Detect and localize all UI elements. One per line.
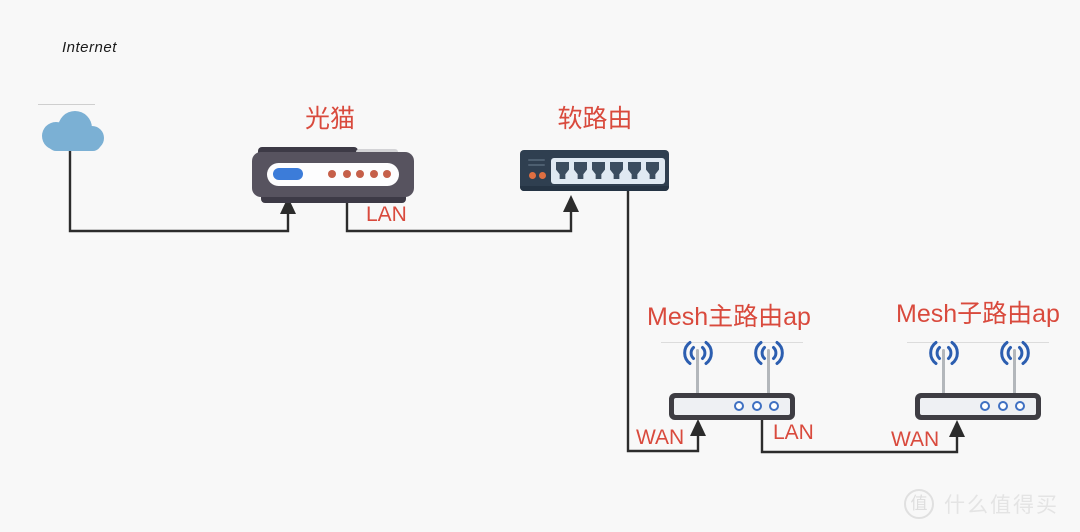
modem-status-led (356, 170, 364, 178)
wan-label-mesh-main: WAN (636, 426, 685, 449)
wifi-signal-icon (1000, 341, 1030, 365)
wifi-signal-icon (754, 341, 784, 365)
wan-label-mesh-sub: WAN (891, 428, 940, 451)
router-led-ring (1015, 401, 1025, 411)
soft-router-title: 软路由 (557, 105, 633, 133)
modem-status-led (383, 170, 391, 178)
switch-vent-line (528, 159, 545, 161)
wifi-signal-icon (683, 341, 713, 365)
modem-status-led (328, 170, 336, 178)
mesh-sub-router-device (907, 336, 1049, 420)
modem-title: 光猫 (304, 105, 355, 133)
switch-vent-line (528, 164, 545, 166)
arrowhead-into-mesh-sub (949, 420, 965, 437)
switch-port-panel (551, 158, 665, 184)
internet-cloud-icon (42, 111, 104, 151)
router-body (669, 393, 795, 420)
router-led-ring (998, 401, 1008, 411)
switch-status-led (529, 172, 536, 179)
ethernet-port-icon (610, 162, 623, 179)
antenna (942, 349, 945, 394)
modem-status-led (370, 170, 378, 178)
wifi-signal-icon (929, 341, 959, 365)
modem-power-led (273, 168, 303, 180)
mesh-main-title: Mesh主路由ap (647, 303, 811, 331)
mesh-sub-title: Mesh子路由ap (896, 300, 1060, 328)
router-led-ring (734, 401, 744, 411)
ethernet-port-icon (646, 162, 659, 179)
ethernet-port-icon (628, 162, 641, 179)
router-led-ring (769, 401, 779, 411)
watermark: 值 什么值得买 (904, 489, 1059, 519)
router-body (915, 393, 1041, 420)
switch-status-led (539, 172, 546, 179)
mesh-main-router-device (661, 336, 803, 420)
router-led-ring (752, 401, 762, 411)
router-guide-line (661, 342, 803, 343)
watermark-badge-icon: 值 (904, 489, 934, 519)
arrowhead-into-switch (563, 195, 579, 212)
modem-device (252, 146, 414, 204)
cloud-guide-line (38, 104, 95, 105)
soft-router-device (520, 150, 669, 191)
modem-status-led (343, 170, 351, 178)
antenna (696, 349, 699, 394)
lan-label-modem: LAN (366, 203, 407, 226)
arrowhead-into-mesh-main (690, 419, 706, 436)
ethernet-port-icon (574, 162, 587, 179)
antenna (1013, 349, 1016, 394)
internet-label: Internet (62, 39, 117, 56)
router-front-panel (674, 398, 790, 415)
router-guide-line (907, 342, 1049, 343)
router-led-ring (980, 401, 990, 411)
lan-label-mesh-main: LAN (773, 421, 814, 444)
ethernet-port-icon (556, 162, 569, 179)
ethernet-port-icon (592, 162, 605, 179)
modem-front-panel (267, 163, 399, 186)
router-front-panel (920, 398, 1036, 415)
watermark-text: 什么值得买 (944, 494, 1059, 517)
antenna (767, 349, 770, 394)
